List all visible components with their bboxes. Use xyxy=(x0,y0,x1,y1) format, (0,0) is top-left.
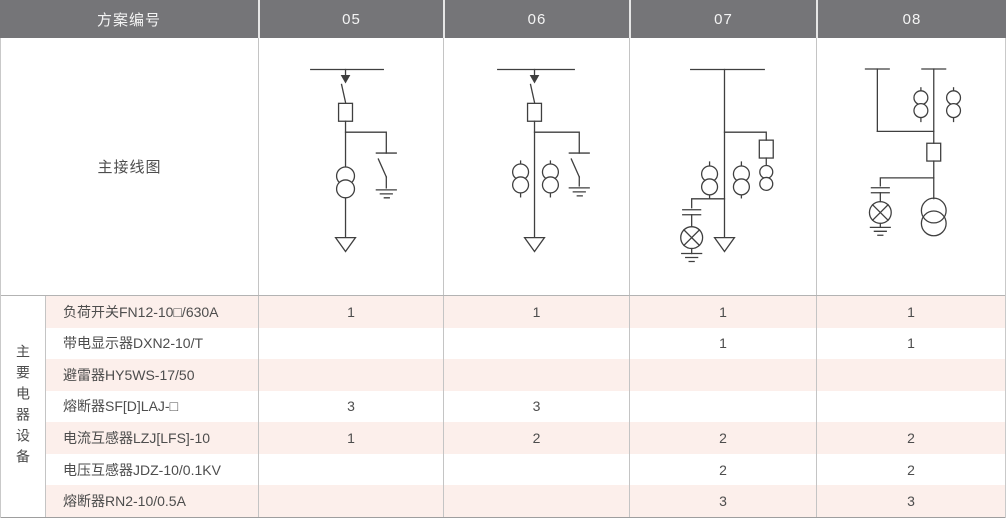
qty-cell-05 xyxy=(258,327,443,360)
header-scheme-08: 08 xyxy=(816,0,1006,38)
voltage-transformer-icon xyxy=(759,164,774,180)
qty-cell-05: 3 xyxy=(258,390,443,423)
header-scheme-06: 06 xyxy=(443,0,629,38)
qty-cell-08: 3 xyxy=(816,485,1005,517)
single-line-diagram-07 xyxy=(680,68,774,263)
cable-outgoing-arrow-icon xyxy=(713,236,736,253)
diagram-cell-05 xyxy=(258,38,443,295)
earthing-switch-icon xyxy=(377,158,388,178)
ground-icon xyxy=(375,189,397,199)
table-row: 避雷器HY5WS-17/50 xyxy=(46,359,1005,391)
table-row: 熔断器RN2-10/0.5A 3 3 xyxy=(46,485,1005,517)
qty-cell-07: 2 xyxy=(629,422,816,454)
qty-cell-06: 2 xyxy=(443,422,629,454)
qty-cell-08: 2 xyxy=(816,422,1005,454)
qty-cell-07: 1 xyxy=(629,296,816,328)
fuse-icon xyxy=(337,102,354,122)
table-header-row: 方案编号 05 06 07 08 xyxy=(0,0,1006,38)
qty-cell-07: 2 xyxy=(629,453,816,486)
qty-cell-08: 2 xyxy=(816,453,1005,486)
bottom-margin xyxy=(0,518,1006,523)
ground-icon xyxy=(869,226,891,236)
load-switch-icon xyxy=(340,74,351,84)
equipment-group-label-cell: 主要电器设备 xyxy=(1,296,46,517)
qty-cell-06 xyxy=(443,453,629,486)
table-row: 电流互感器LZJ[LFS]-10 1 2 2 2 xyxy=(46,422,1005,454)
qty-cell-08: 1 xyxy=(816,296,1005,328)
qty-cell-07 xyxy=(629,390,816,423)
fuse-icon xyxy=(926,142,942,162)
qty-cell-05: 1 xyxy=(258,296,443,328)
equipment-name: 电流互感器LZJ[LFS]-10 xyxy=(63,429,211,446)
qty-cell-08 xyxy=(816,359,1005,391)
equipment-name: 电压互感器JDZ-10/0.1KV xyxy=(63,461,221,478)
qty-cell-06: 1 xyxy=(443,296,629,328)
fuse-icon xyxy=(526,102,543,122)
qty-cell-05 xyxy=(258,359,443,391)
table-row: 负荷开关FN12-10□/630A 1 1 1 1 xyxy=(46,296,1005,328)
cable-outgoing-arrow-icon xyxy=(334,236,357,253)
qty-cell-08 xyxy=(816,390,1005,423)
qty-cell-07 xyxy=(629,359,816,391)
earthing-switch-icon xyxy=(570,158,581,178)
cable-outgoing-arrow-icon xyxy=(523,236,546,253)
main-wiring-diagram-row: 主接线图 xyxy=(1,38,1005,295)
ground-icon xyxy=(568,187,590,197)
table-row: 熔断器SF[D]LAJ-□ 3 3 xyxy=(46,390,1005,423)
voltage-transformer-icon xyxy=(920,197,947,224)
equipment-group-label: 主要电器设备 xyxy=(15,343,31,470)
qty-cell-06 xyxy=(443,327,629,360)
equipment-name: 负荷开关FN12-10□/630A xyxy=(63,303,219,320)
table-row: 带电显示器DXN2-10/T 1 1 xyxy=(46,327,1005,360)
qty-cell-07: 1 xyxy=(629,327,816,360)
equipment-name: 熔断器SF[D]LAJ-□ xyxy=(63,398,179,415)
main-wiring-diagram-label: 主接线图 xyxy=(97,159,162,176)
equipment-name: 熔断器RN2-10/0.5A xyxy=(63,493,186,510)
table-row: 电压互感器JDZ-10/0.1KV 2 2 xyxy=(46,453,1005,486)
single-line-diagram-06 xyxy=(497,68,590,253)
single-line-diagram-08 xyxy=(864,68,962,237)
ground-icon xyxy=(681,252,703,263)
main-equipment-section: 主要电器设备 负荷开关FN12-10□/630A 1 1 1 1 带电显示器DX… xyxy=(1,295,1005,518)
table-body: 主接线图 xyxy=(0,38,1006,518)
fuse-icon xyxy=(758,139,774,159)
qty-cell-05 xyxy=(258,485,443,517)
qty-cell-08: 1 xyxy=(816,327,1005,360)
capacitor-icon xyxy=(870,187,890,194)
single-line-diagram-05 xyxy=(310,68,397,253)
header-scheme-number-label: 方案编号 xyxy=(96,11,161,29)
diagram-cell-07 xyxy=(629,38,816,295)
diagram-cell-08 xyxy=(816,38,1005,295)
current-transformer-icon xyxy=(913,90,929,106)
equipment-name: 带电显示器DXN2-10/T xyxy=(63,335,204,352)
header-scheme-05: 05 xyxy=(258,0,443,38)
qty-cell-06 xyxy=(443,485,629,517)
equipment-rows: 负荷开关FN12-10□/630A 1 1 1 1 带电显示器DXN2-10/T… xyxy=(46,296,1005,517)
capacitor-icon xyxy=(682,209,702,216)
qty-cell-06 xyxy=(443,359,629,391)
qty-cell-05: 1 xyxy=(258,422,443,454)
qty-cell-05 xyxy=(258,453,443,486)
header-scheme-07: 07 xyxy=(629,0,816,38)
current-transformer-icon xyxy=(945,90,962,106)
diagram-cell-06 xyxy=(443,38,629,295)
equipment-name: 避雷器HY5WS-17/50 xyxy=(63,366,195,383)
load-switch-icon xyxy=(529,74,540,84)
qty-cell-07: 3 xyxy=(629,485,816,517)
qty-cell-06: 3 xyxy=(443,390,629,423)
